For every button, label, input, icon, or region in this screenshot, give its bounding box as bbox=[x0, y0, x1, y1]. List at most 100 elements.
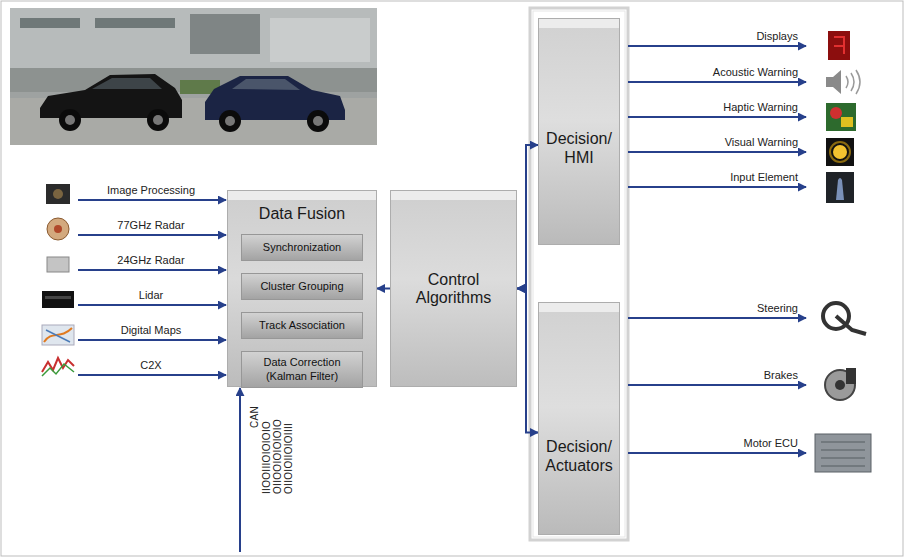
visual-icon bbox=[826, 138, 854, 166]
node-text: Data Fusion bbox=[228, 205, 376, 223]
fusion-box: Data FusionSynchronizationCluster Groupi… bbox=[227, 190, 377, 387]
output-arrows bbox=[628, 46, 806, 453]
finger bbox=[836, 178, 844, 200]
wheel bbox=[59, 109, 81, 131]
wheel bbox=[307, 110, 329, 132]
node-text: Decision/ HMI bbox=[542, 129, 616, 167]
output-arrow bbox=[628, 384, 806, 386]
rim bbox=[225, 116, 235, 126]
wheel bbox=[219, 110, 241, 132]
bus-label: IIOOIIIOIOIOIO bbox=[261, 421, 272, 494]
output-arrow bbox=[628, 81, 806, 83]
process-box: Control Algorithms bbox=[390, 190, 517, 387]
c2x-icon bbox=[42, 364, 74, 376]
signal-label: Input Element bbox=[630, 171, 798, 184]
signal-label: 77GHz Radar bbox=[80, 219, 222, 232]
bus-label: OIIOIOIIOIOIIII bbox=[283, 423, 294, 494]
map-road bbox=[46, 330, 70, 342]
photo-ground bbox=[10, 8, 377, 145]
decision-box: Decision/ Actuators bbox=[538, 302, 620, 535]
sensor-arrow bbox=[78, 374, 226, 376]
node-text: Decision/ Actuators bbox=[542, 437, 616, 475]
signal-label: Motor ECU bbox=[630, 437, 798, 450]
signal-label: Displays bbox=[630, 30, 798, 43]
node-text: Track Association bbox=[259, 319, 345, 332]
sensor-arrow bbox=[78, 339, 226, 341]
step-box: Track Association bbox=[241, 312, 363, 339]
sensor-arrows bbox=[78, 200, 240, 552]
rim bbox=[313, 116, 323, 126]
sensor-arrow bbox=[78, 199, 226, 201]
haptic-icon bbox=[826, 103, 856, 131]
can-arrow bbox=[239, 388, 241, 552]
warning-light bbox=[833, 145, 847, 159]
output-icons bbox=[815, 31, 871, 472]
building-part bbox=[190, 14, 260, 54]
flow-arrow bbox=[517, 145, 538, 288]
speaker-icon bbox=[826, 70, 841, 94]
signal-label: Brakes bbox=[630, 369, 798, 382]
camera-lens bbox=[53, 189, 63, 199]
output-arrow bbox=[628, 186, 806, 188]
signal-label: Digital Maps bbox=[80, 324, 222, 337]
car-window bbox=[232, 79, 300, 90]
rim bbox=[65, 115, 75, 125]
display-icon bbox=[828, 31, 850, 60]
lidar-icon bbox=[42, 291, 74, 308]
building bbox=[10, 8, 377, 68]
node-text: Synchronization bbox=[263, 241, 341, 254]
brake-caliper bbox=[846, 368, 856, 384]
signal-label: Steering bbox=[630, 302, 798, 315]
signal-label: 24GHz Radar bbox=[80, 254, 222, 267]
sensor-arrow bbox=[78, 269, 226, 271]
warning-glow bbox=[830, 142, 850, 162]
wheel bbox=[147, 109, 169, 131]
rim bbox=[153, 115, 163, 125]
camera-icon bbox=[46, 184, 70, 204]
decision-box: Decision/ HMI bbox=[538, 18, 620, 245]
sensor-icons bbox=[42, 184, 74, 376]
sensor-arrow bbox=[78, 234, 226, 236]
radar-core bbox=[54, 225, 62, 233]
node-text: Data Correction (Kalman Filter) bbox=[246, 356, 358, 382]
steering-column bbox=[836, 316, 866, 334]
radar-icon bbox=[47, 218, 69, 240]
ecu-ribs bbox=[821, 442, 865, 466]
car-photo bbox=[10, 8, 377, 145]
haptic-detail bbox=[830, 107, 842, 119]
brake-hub bbox=[835, 380, 845, 390]
building-part bbox=[270, 18, 370, 62]
output-arrow bbox=[628, 45, 806, 47]
haptic-detail bbox=[841, 117, 853, 127]
c2x-icon bbox=[42, 358, 74, 372]
signal-label: Acoustic Warning bbox=[630, 66, 798, 79]
signal-label: Image Processing bbox=[80, 184, 222, 197]
ecu-icon bbox=[815, 434, 871, 472]
output-arrow bbox=[628, 317, 806, 319]
window bbox=[95, 18, 175, 28]
step-box: Cluster Grouping bbox=[241, 273, 363, 300]
input-icon bbox=[826, 172, 854, 203]
sound-waves bbox=[846, 70, 860, 94]
window bbox=[20, 18, 80, 28]
signal-label: C2X bbox=[80, 359, 222, 372]
map-road bbox=[44, 328, 72, 342]
car-window bbox=[92, 78, 162, 89]
signal-label: Lidar bbox=[80, 289, 222, 302]
output-arrow bbox=[628, 116, 806, 118]
node-text: Control Algorithms bbox=[397, 271, 510, 307]
sensor-arrow bbox=[78, 304, 226, 306]
node-text: Cluster Grouping bbox=[260, 280, 343, 293]
decision-frame bbox=[530, 8, 628, 540]
flow-arrow bbox=[377, 288, 390, 290]
step-box: Synchronization bbox=[241, 234, 363, 261]
output-arrow bbox=[628, 151, 806, 153]
bus-label: CAN bbox=[249, 406, 260, 428]
map-icon bbox=[42, 325, 74, 345]
radar-icon bbox=[47, 257, 69, 272]
step-box: Data Correction (Kalman Filter) bbox=[241, 351, 363, 388]
output-arrow bbox=[628, 452, 806, 454]
lidar-stripe bbox=[45, 296, 71, 299]
decision-frame bbox=[533, 11, 625, 537]
